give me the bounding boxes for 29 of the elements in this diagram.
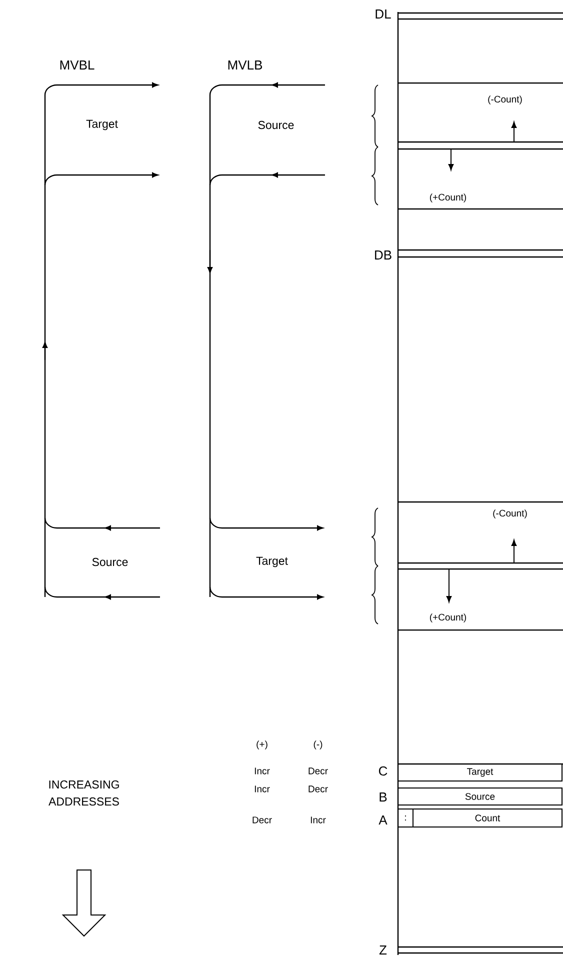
register-letter: B bbox=[380, 792, 387, 802]
address-label: DL bbox=[376, 10, 391, 18]
region-label: Target bbox=[86, 120, 118, 130]
count-label: (-Count) bbox=[488, 96, 522, 104]
register-letter: A bbox=[378, 816, 388, 824]
region-label: Source bbox=[258, 120, 294, 130]
region-label: Target bbox=[256, 556, 288, 568]
region-label: Source bbox=[92, 558, 128, 566]
memory-cell: : bbox=[398, 808, 414, 828]
memory-cell: Source bbox=[398, 788, 562, 806]
address-label: Z bbox=[379, 946, 387, 954]
count-label: (-Count) bbox=[493, 510, 527, 518]
mode-heading: (+) bbox=[256, 740, 268, 750]
mode-value: Incr bbox=[254, 768, 270, 774]
count-label: (+Count) bbox=[430, 194, 466, 202]
column-heading: MVBL bbox=[60, 60, 94, 70]
mode-value: Incr bbox=[254, 786, 270, 792]
mode-value: Incr bbox=[310, 816, 326, 824]
count-label: (+Count) bbox=[430, 614, 466, 622]
register-letter: C bbox=[378, 766, 388, 776]
mode-value: Decr bbox=[308, 786, 328, 792]
mode-heading: (-) bbox=[314, 740, 322, 750]
column-heading: MVLB bbox=[228, 60, 262, 70]
address-label: DB bbox=[375, 250, 392, 260]
direction-caption: INCREASING ADDRESSES bbox=[48, 780, 119, 806]
mode-value: Decr bbox=[308, 768, 328, 774]
memory-cell: Target bbox=[398, 764, 562, 782]
memory-cell: Count bbox=[412, 808, 562, 828]
mode-value: Decr bbox=[252, 816, 272, 824]
